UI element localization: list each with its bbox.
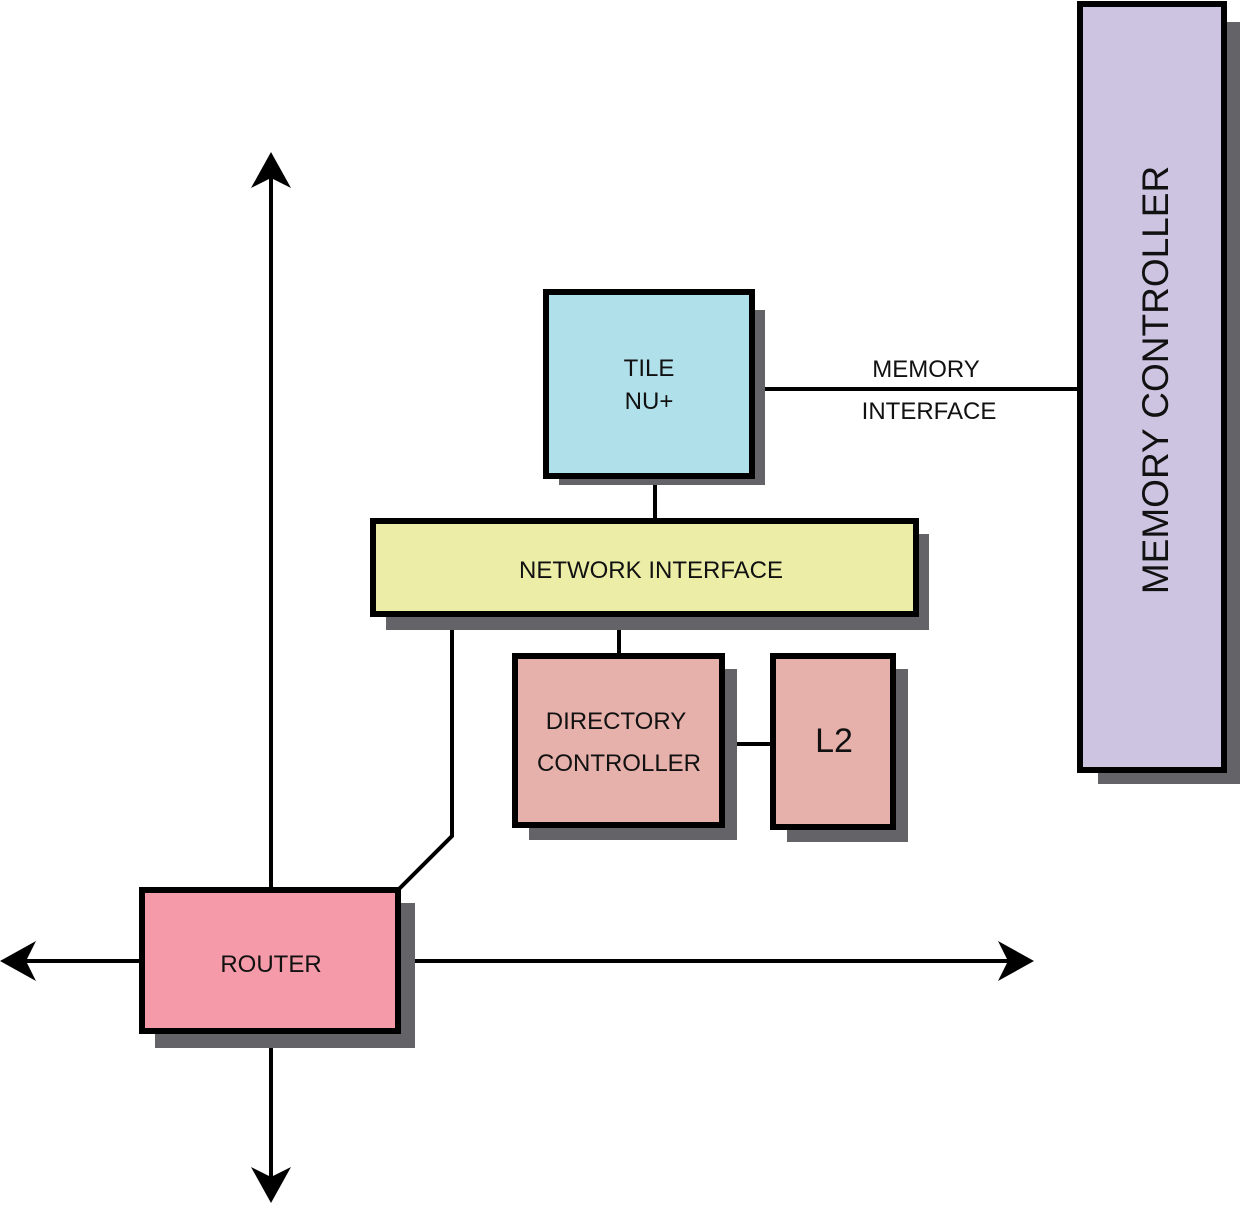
memory-interface-line1: MEMORY [872,356,980,383]
arrow-left-icon [0,941,36,981]
network-interface-to-router-line [396,614,454,892]
router-block: ROUTER [139,887,415,1048]
tile-label-line1: TILE [624,355,675,382]
directory-controller-box [512,653,725,828]
router-label: ROUTER [220,951,321,978]
directory-controller-line2: CONTROLLER [537,750,701,777]
memory-controller-box [1077,1,1227,773]
l2-label: L2 [815,722,853,760]
network-interface-block: NETWORK INTERFACE [370,518,929,630]
arrow-down-icon [251,1167,291,1203]
tile-block: TILE NU+ [543,289,765,485]
directory-controller-line1: DIRECTORY [546,708,686,735]
tile-box [543,289,755,479]
memory-controller-block: MEMORY CONTROLLER [1077,1,1240,784]
router-box [139,887,401,1034]
memory-controller-label: MEMORY CONTROLLER [1135,166,1176,594]
l2-box [770,653,896,830]
memory-interface-label: MEMORY INTERFACE [862,356,997,425]
arrowheads [0,152,1034,1203]
memory-interface-line2: INTERFACE [862,398,997,425]
arrow-right-icon [998,941,1034,981]
tile-label-line2: NU+ [625,388,674,415]
directory-controller-block: DIRECTORY CONTROLLER [512,653,737,840]
network-interface-box [370,518,919,617]
arrow-up-icon [251,152,291,188]
network-interface-label: NETWORK INTERFACE [519,557,783,584]
l2-block: L2 [770,653,908,842]
